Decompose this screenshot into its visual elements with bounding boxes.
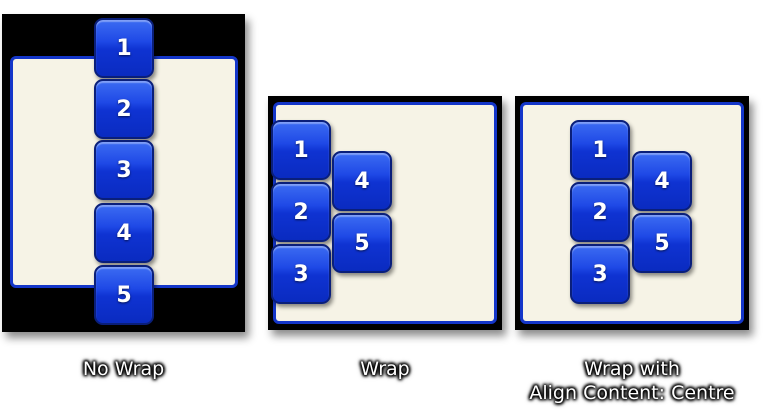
tile-2: 2 [94,79,154,139]
tile-1: 1 [570,120,630,180]
tile-4: 4 [94,203,154,263]
caption-wrap-align-centre: Wrap with Align Content: Centre [505,357,759,405]
tile-5: 5 [332,213,392,273]
tile-3: 3 [570,244,630,304]
caption-wrap: Wrap [360,358,410,380]
caption-line-2: Align Content: Centre [529,382,735,404]
container-wrap-align-centre [520,102,744,324]
caption-line-1: Wrap with [584,358,680,380]
panel-wrap: 1 2 3 4 5 [268,96,502,330]
tile-3: 3 [94,140,154,200]
panel-no-wrap: 1 2 3 4 5 [2,14,245,332]
tile-2: 2 [271,182,331,242]
tile-5: 5 [632,213,692,273]
tile-2: 2 [570,182,630,242]
tile-4: 4 [332,151,392,211]
panel-wrap-align-centre: 1 2 3 4 5 [515,96,749,330]
tile-5: 5 [94,265,154,325]
caption-no-wrap: No Wrap [82,358,165,380]
tile-1: 1 [94,18,154,78]
tile-1: 1 [271,120,331,180]
tile-4: 4 [632,151,692,211]
tile-3: 3 [271,244,331,304]
